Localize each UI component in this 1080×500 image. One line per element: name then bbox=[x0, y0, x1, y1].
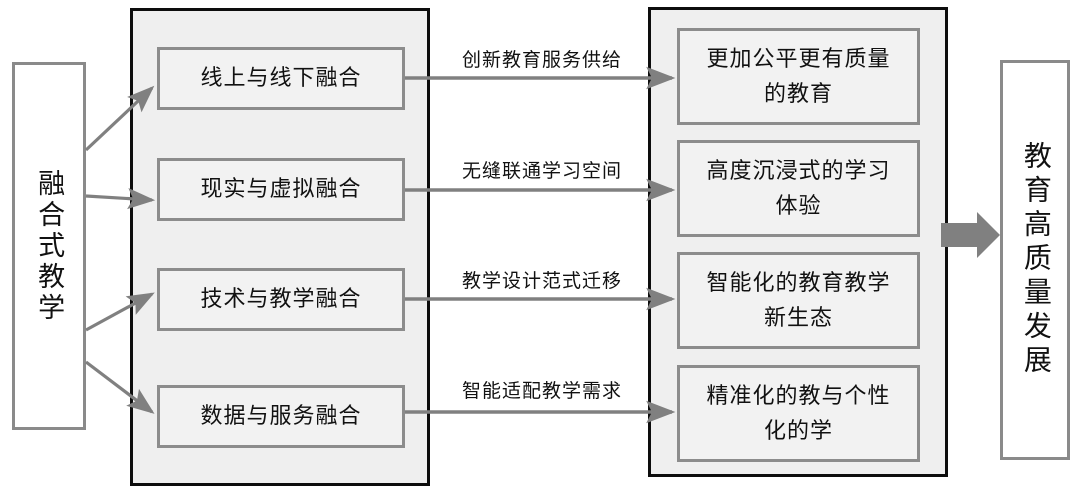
outcome-box-2-line1: 高度沉浸式的学习 bbox=[706, 158, 891, 184]
outcome-box-1-line1: 更加公平更有质量 bbox=[706, 46, 891, 72]
fusion-box-4[interactable]: 数据与服务融合 bbox=[157, 385, 405, 448]
outcome-box-1[interactable]: 更加公平更有质量 的教育 bbox=[677, 28, 920, 125]
output-goal-label: 教育高质量发展 bbox=[1019, 141, 1051, 379]
connector-label-1: 创新教育服务供给 bbox=[461, 50, 622, 71]
connector-label-3: 教学设计范式迁移 bbox=[461, 271, 622, 292]
outcome-box-3[interactable]: 智能化的教育教学 新生态 bbox=[677, 252, 920, 349]
outcome-box-2[interactable]: 高度沉浸式的学习 体验 bbox=[677, 140, 920, 237]
fusion-box-2-label: 现实与虚拟融合 bbox=[200, 176, 362, 202]
outcome-box-4-label: 精准化的教与个性 化的学 bbox=[698, 379, 898, 447]
fusion-to-outcome-arrows bbox=[405, 66, 676, 424]
outcome-box-3-line2: 新生态 bbox=[763, 304, 833, 330]
outcome-box-2-line2: 体验 bbox=[775, 192, 822, 218]
outcome-box-3-line1: 智能化的教育教学 bbox=[706, 270, 891, 296]
outcome-box-1-label: 更加公平更有质量 的教育 bbox=[698, 42, 898, 110]
outcome-box-2-label: 高度沉浸式的学习 体验 bbox=[698, 154, 898, 222]
connector-label-4: 智能适配教学需求 bbox=[461, 381, 622, 402]
outcome-box-4-line2: 化的学 bbox=[763, 417, 833, 443]
outcome-to-output-block-arrow bbox=[941, 212, 1000, 258]
block-arrow-icon bbox=[941, 212, 1000, 258]
fusion-box-2[interactable]: 现实与虚拟融合 bbox=[157, 158, 405, 221]
outcome-box-1-line2: 的教育 bbox=[763, 80, 833, 106]
input-concept-box: 融合式教学 bbox=[12, 62, 86, 430]
outcome-box-3-label: 智能化的教育教学 新生态 bbox=[698, 266, 898, 334]
outcome-box-4[interactable]: 精准化的教与个性 化的学 bbox=[677, 365, 920, 462]
connector-label-2: 无缝联通学习空间 bbox=[461, 161, 622, 182]
fusion-box-3-label: 技术与教学融合 bbox=[200, 286, 362, 312]
fusion-box-4-label: 数据与服务融合 bbox=[200, 403, 362, 429]
fusion-box-3[interactable]: 技术与教学融合 bbox=[157, 268, 405, 331]
input-concept-label: 融合式教学 bbox=[34, 168, 65, 324]
fusion-box-1-label: 线上与线下融合 bbox=[200, 65, 362, 91]
outcome-box-4-line1: 精准化的教与个性 bbox=[706, 383, 891, 409]
fusion-box-1[interactable]: 线上与线下融合 bbox=[157, 47, 405, 110]
output-goal-box: 教育高质量发展 bbox=[1000, 60, 1070, 460]
